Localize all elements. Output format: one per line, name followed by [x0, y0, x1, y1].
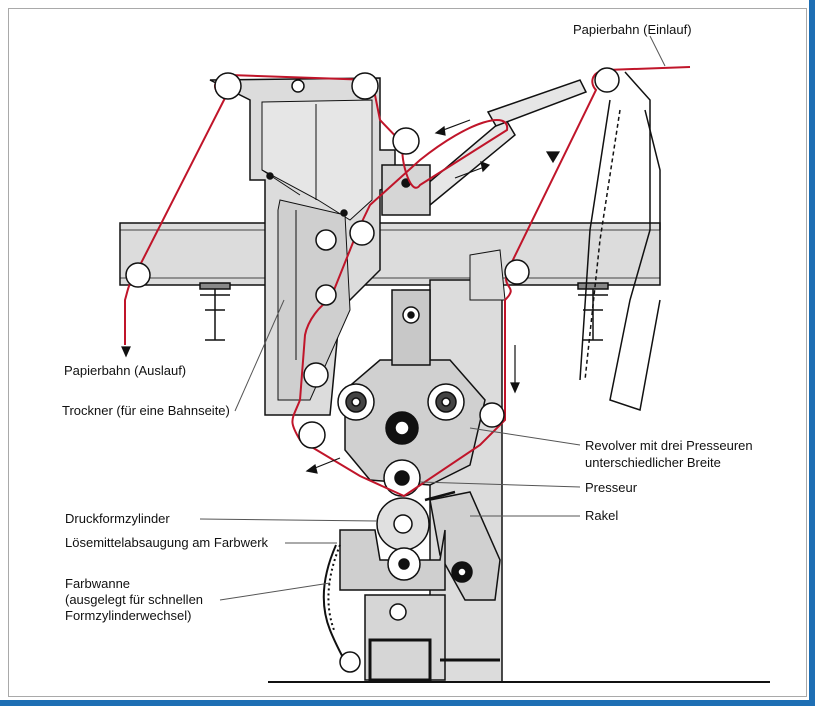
web-guide-rollers — [125, 67, 620, 449]
web-direction-arrows — [121, 119, 561, 474]
label-impression-roller: Presseur — [585, 480, 638, 495]
label-ink-tray-line3: Formzylinderwechsel) — [65, 608, 192, 623]
diagram-inner-border — [8, 8, 807, 697]
base-drive-unit — [339, 594, 500, 682]
label-revolver-line1: Revolver mit drei Presseuren — [585, 438, 753, 453]
label-paper-web-outfeed: Papierbahn (Auslauf) — [64, 363, 187, 378]
doctor-blade-assembly — [424, 490, 501, 601]
label-revolver-line2: unterschiedlicher Breite — [585, 455, 721, 470]
guide-tube — [381, 79, 588, 216]
label-form-cylinder: Druckformzylinder — [65, 511, 170, 526]
impression-roller — [383, 459, 421, 497]
label-ink-tray-line2: (ausgelegt für schnellen — [65, 592, 204, 607]
revolver-assembly — [337, 289, 486, 486]
label-leader-lines — [199, 35, 666, 601]
support-foot-right — [577, 282, 609, 341]
label-paper-web-infeed: Papierbahn (Einlauf) — [573, 22, 692, 37]
label-ink-tray-line1: Farbwanne — [65, 576, 131, 591]
label-dryer: Trockner (für eine Bahnseite) — [62, 403, 230, 418]
form-cylinder — [376, 497, 430, 551]
support-foot-left — [199, 282, 231, 341]
label-doctor-blade: Rakel — [585, 508, 619, 523]
dryer-housing — [209, 77, 396, 416]
horizontal-frame-beam — [119, 222, 661, 286]
ink-tray — [339, 529, 446, 591]
infeed-housing — [579, 71, 661, 411]
label-solvent-extraction: Lösemittelabsaugung am Farbwerk — [65, 535, 269, 550]
